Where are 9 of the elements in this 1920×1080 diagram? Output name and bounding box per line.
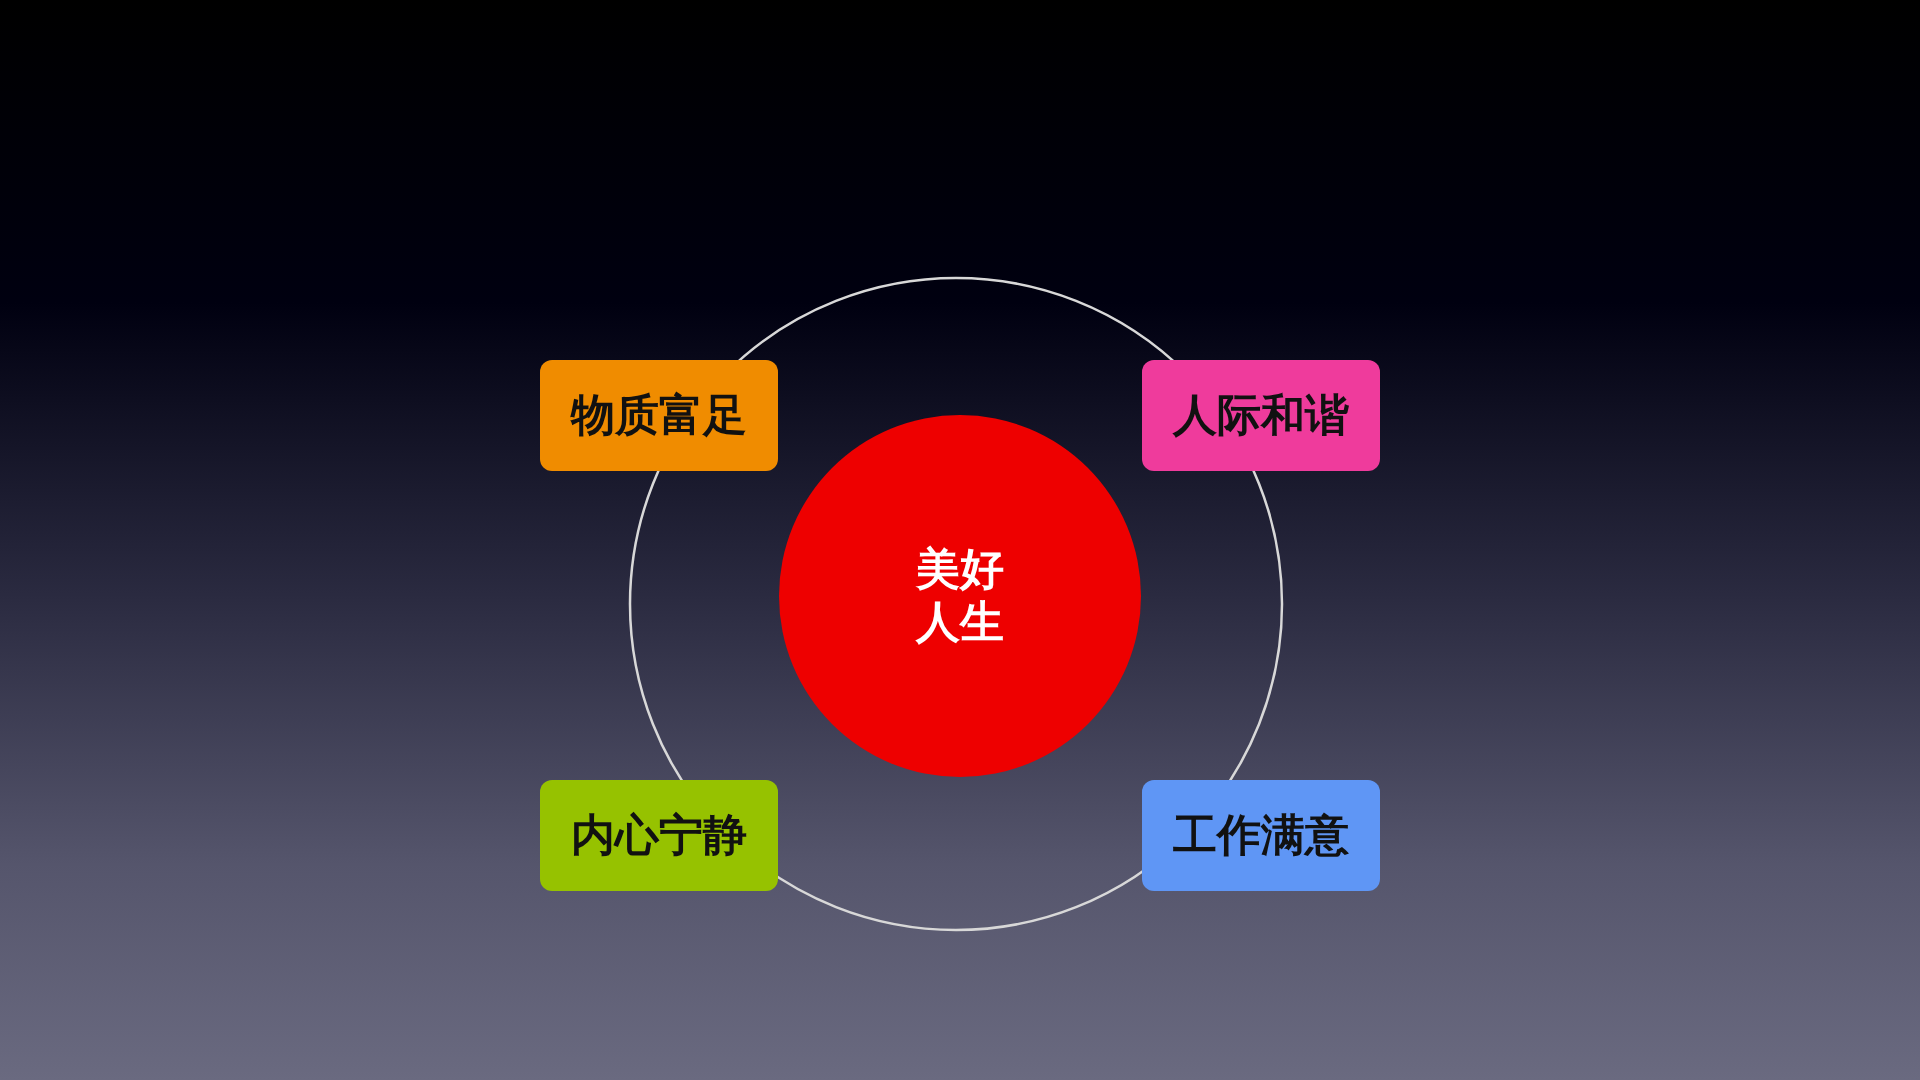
node-text: 人际和谐 (1173, 389, 1349, 442)
node-text: 物质富足 (571, 389, 747, 442)
label-box (540, 360, 778, 471)
label-box (1142, 360, 1380, 471)
node-text: 工作满意 (1173, 809, 1349, 862)
node-text: 内心宁静 (571, 809, 747, 862)
label-box (540, 780, 778, 891)
label-box (1142, 780, 1380, 891)
node-text: 美好人生 (914, 543, 1005, 649)
